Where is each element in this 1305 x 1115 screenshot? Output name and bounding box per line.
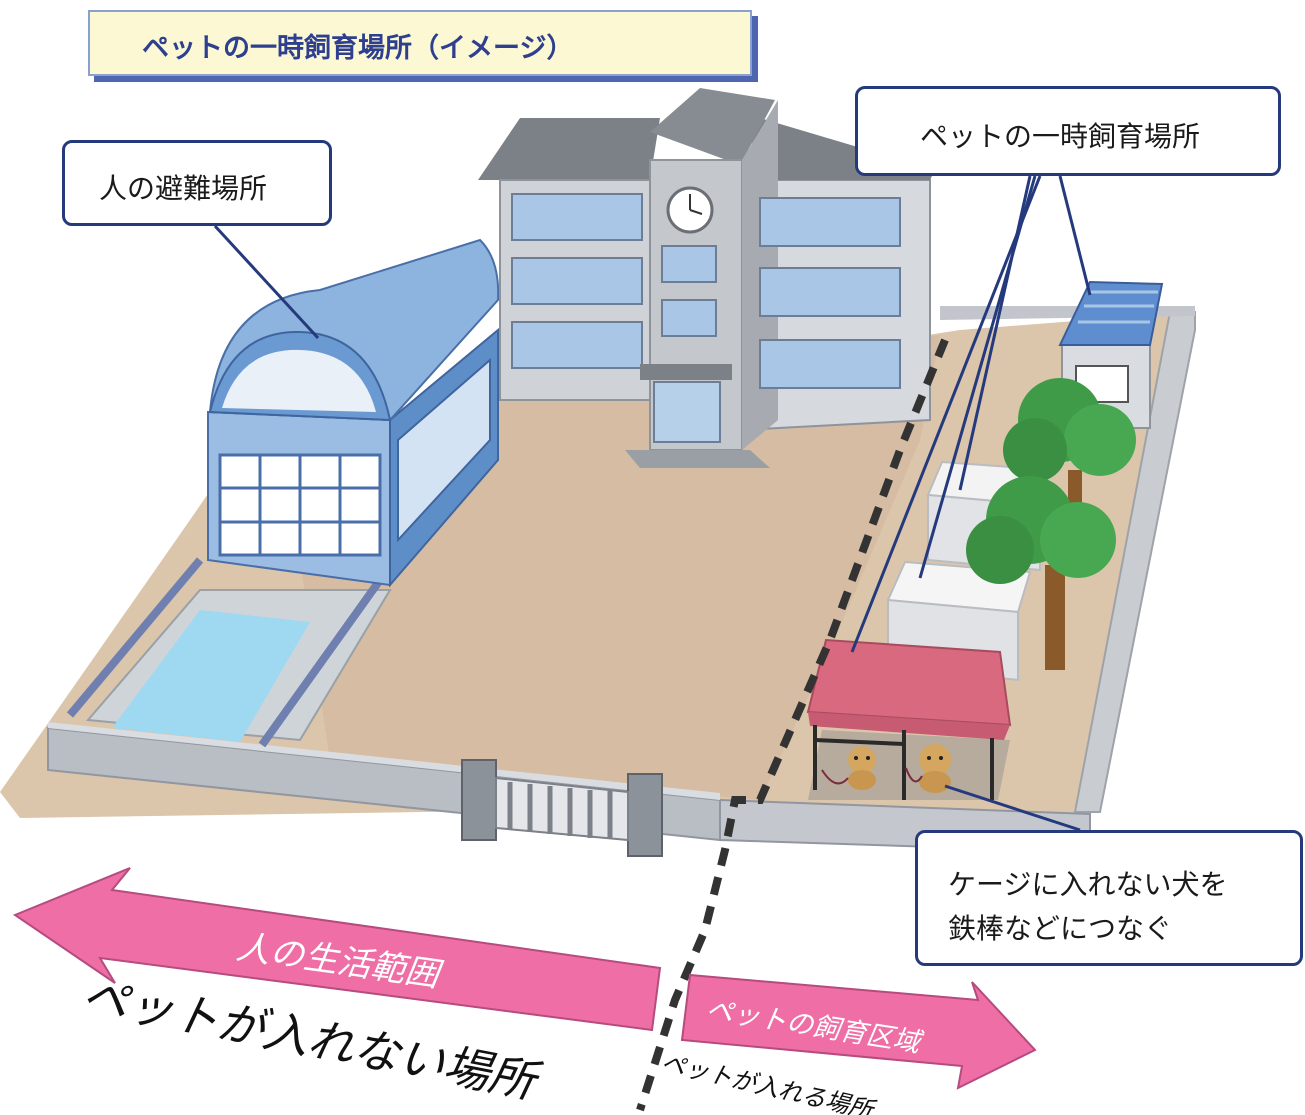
- callout-dog-note-line1: ケージに入れない犬を: [948, 868, 1228, 901]
- callout-people-shelter-text: 人の避難場所: [99, 172, 268, 205]
- tree-back: [1003, 378, 1136, 550]
- pointer-pet-area-4: [1058, 175, 1092, 296]
- tree-front: [966, 476, 1116, 670]
- pointer-people-shelter: [213, 224, 320, 340]
- gymnasium-building: [207, 238, 500, 588]
- pointer-pet-area-3: [918, 175, 1037, 579]
- dog-icon: [821, 744, 951, 793]
- area-boundary-line: [636, 338, 949, 1112]
- page-title: ペットの一時飼育場所（イメージ）: [142, 33, 574, 64]
- title-banner: ペットの一時飼育場所（イメージ）: [88, 10, 752, 76]
- callout-people-shelter: 人の避難場所: [62, 140, 332, 226]
- right-arrow-caption: ペットが入れる場所: [659, 1049, 880, 1115]
- callout-dog-note-line2: 鉄棒などにつなぐ: [948, 912, 1173, 945]
- school-gate: [461, 759, 663, 857]
- pointer-dog-note: [944, 784, 1081, 832]
- callout-pet-area: ペットの一時飼育場所: [855, 86, 1281, 176]
- pointer-pet-area-2: [850, 175, 1042, 653]
- callout-pet-area-text: ペットの一時飼育場所: [920, 120, 1201, 153]
- swimming-pool: [66, 557, 392, 748]
- school-building: [478, 88, 935, 468]
- callout-dog-note: ケージに入れない犬を 鉄棒などにつなぐ: [915, 830, 1303, 966]
- left-arrow: [12, 867, 662, 1032]
- right-arrow: [680, 973, 1037, 1090]
